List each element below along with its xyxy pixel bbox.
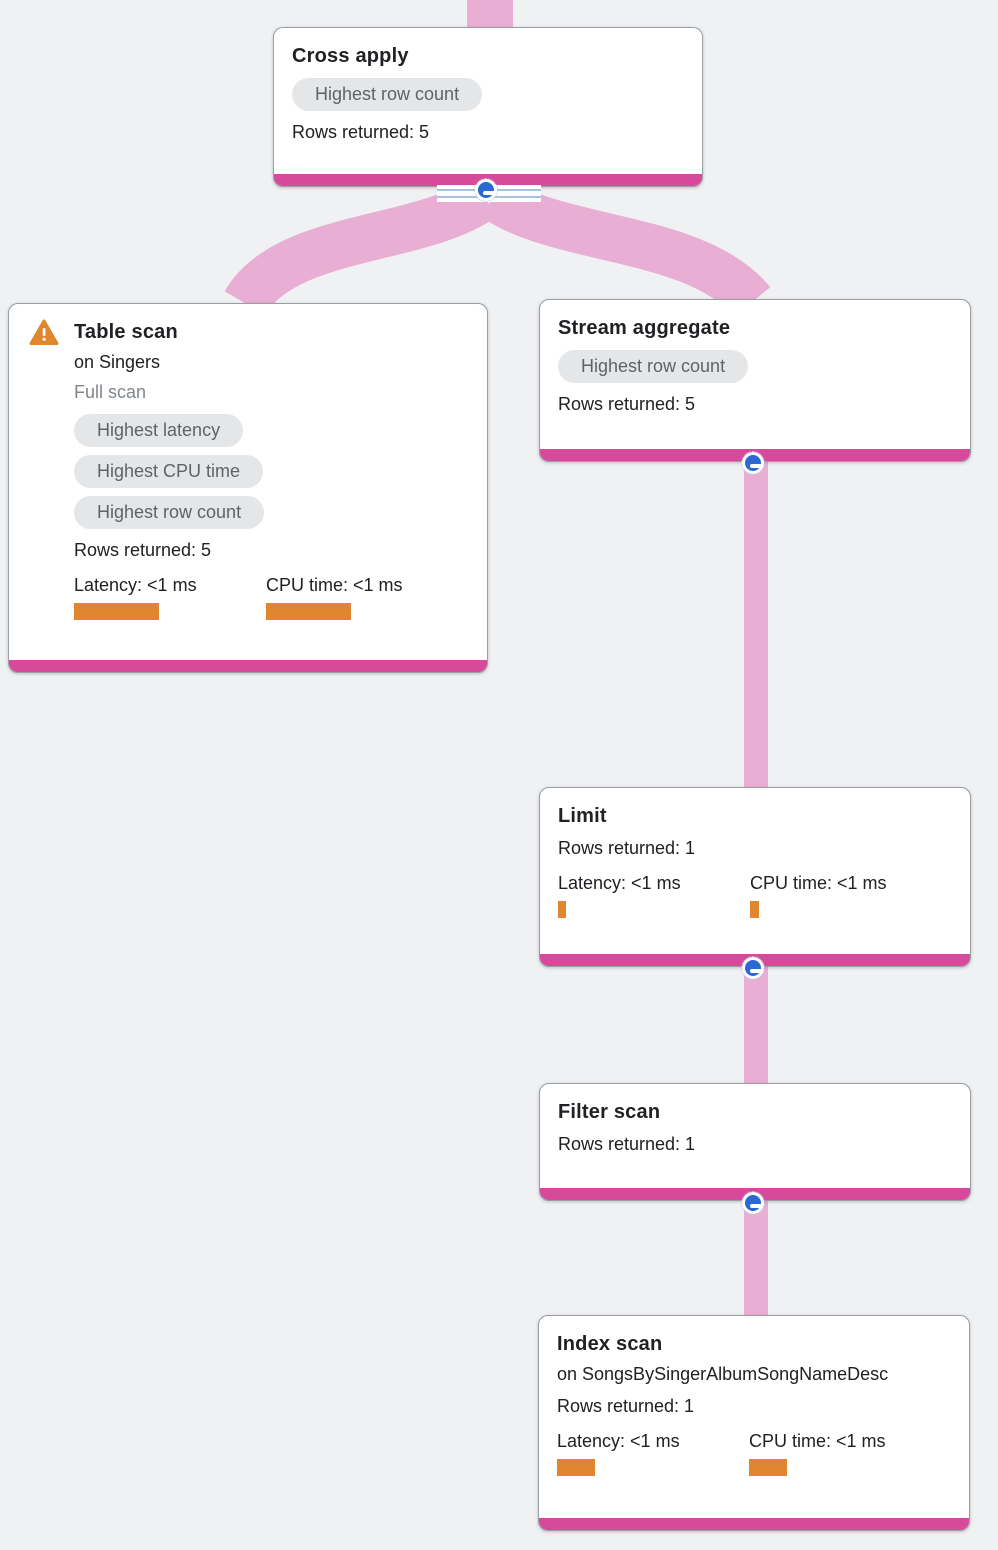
cpu-time-label: CPU time: <1 ms xyxy=(749,1431,886,1451)
cpu-time-metric: CPU time: <1 ms xyxy=(266,573,458,620)
cpu-time-label: CPU time: <1 ms xyxy=(750,873,887,893)
rows-returned: Rows returned: 1 xyxy=(557,1396,695,1416)
badge-highest-row-count: Highest row count xyxy=(74,496,265,529)
badge-highest-row-count: Highest row count xyxy=(292,78,483,111)
edge-limit-to-filter-scan xyxy=(744,962,768,1092)
latency-metric: Latency: <1 ms xyxy=(74,573,266,620)
minus-icon xyxy=(483,191,495,195)
rows-returned: Rows returned: 1 xyxy=(558,1134,696,1154)
rows-returned: Rows returned: 5 xyxy=(74,540,212,560)
collapse-button-stream-aggregate[interactable] xyxy=(741,451,765,475)
cpu-time-metric: CPU time: <1 ms xyxy=(750,871,942,918)
node-target-index: on SongsBySingerAlbumSongNameDesc xyxy=(557,1364,889,1384)
minus-icon xyxy=(750,969,762,973)
badge-highest-row-count: Highest row count xyxy=(558,350,749,383)
node-title: Cross apply xyxy=(292,45,409,67)
badge-highest-cpu-time: Highest CPU time xyxy=(74,455,264,488)
node-title: Index scan xyxy=(557,1333,663,1355)
node-card-limit[interactable]: Limit Rows returned: 1 Latency: <1 ms CP… xyxy=(539,787,971,967)
node-card-stream-aggregate[interactable]: Stream aggregate Highest row count Rows … xyxy=(539,299,971,462)
cpu-time-metric: CPU time: <1 ms xyxy=(749,1429,941,1476)
minus-icon xyxy=(750,1204,762,1208)
latency-label: Latency: <1 ms xyxy=(557,1431,680,1451)
warning-triangle-icon xyxy=(29,319,59,345)
cpu-time-bar xyxy=(750,901,759,918)
edge-filter-scan-to-index-scan xyxy=(744,1198,768,1322)
cpu-time-label: CPU time: <1 ms xyxy=(266,575,403,595)
cpu-time-bar xyxy=(749,1459,787,1476)
node-card-table-scan[interactable]: Table scan on Singers Full scan Highest … xyxy=(8,303,488,673)
rows-returned: Rows returned: 1 xyxy=(558,838,696,858)
node-target-table: on Singers xyxy=(74,352,161,372)
rows-returned: Rows returned: 5 xyxy=(558,394,696,414)
badge-highest-latency: Highest latency xyxy=(74,414,244,447)
node-scan-type: Full scan xyxy=(74,382,147,402)
latency-bar xyxy=(558,901,566,918)
edge-parent-to-cross-apply xyxy=(467,0,513,32)
latency-label: Latency: <1 ms xyxy=(558,873,681,893)
rows-returned: Rows returned: 5 xyxy=(292,122,430,142)
edge-cross-apply-to-stream-aggregate xyxy=(480,177,771,318)
node-card-index-scan[interactable]: Index scan on SongsBySingerAlbumSongName… xyxy=(538,1315,970,1531)
edge-cross-apply-to-table-scan xyxy=(224,177,498,317)
cpu-time-bar xyxy=(266,603,351,620)
latency-metric: Latency: <1 ms xyxy=(558,871,750,918)
node-card-filter-scan[interactable]: Filter scan Rows returned: 1 xyxy=(539,1083,971,1201)
latency-metric: Latency: <1 ms xyxy=(557,1429,749,1476)
minus-icon xyxy=(750,464,762,468)
node-title: Table scan xyxy=(74,321,178,343)
node-title: Filter scan xyxy=(558,1101,661,1123)
node-title: Stream aggregate xyxy=(558,317,731,339)
collapse-button-filter-scan[interactable] xyxy=(741,1191,765,1215)
collapse-button-limit[interactable] xyxy=(741,956,765,980)
latency-label: Latency: <1 ms xyxy=(74,575,197,595)
collapse-button-cross-apply[interactable] xyxy=(474,178,498,202)
latency-bar xyxy=(557,1459,595,1476)
edge-stream-aggregate-to-limit xyxy=(744,456,768,792)
node-card-cross-apply[interactable]: Cross apply Highest row count Rows retur… xyxy=(273,27,703,187)
latency-bar xyxy=(74,603,159,620)
node-title: Limit xyxy=(558,805,607,827)
